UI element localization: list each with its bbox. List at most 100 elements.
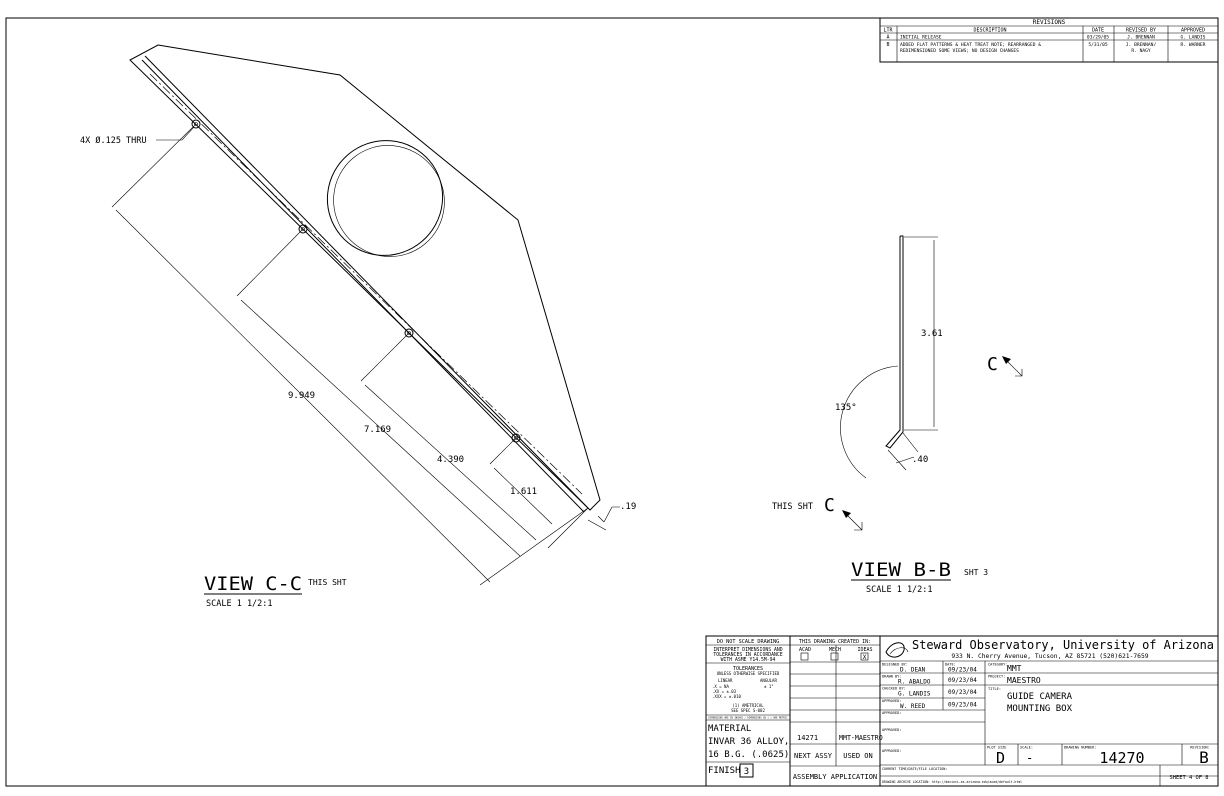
section-marker-c-right: C [987,354,1023,377]
tol-xxx: .XXX = ±.010 [712,694,741,699]
sheet-number: SHEET 4 OF 8 [1170,775,1209,781]
designed-by-label: DESIGNED BY: [882,663,908,667]
plate-outline [129,44,601,511]
cad-acad-checkbox [800,652,809,661]
material-line-1: INVAR 36 ALLOY, [708,737,789,747]
title-line-1: GUIDE CAMERA [1007,692,1073,702]
rev-a-date: 03/29/05 [1087,35,1109,41]
do-not-scale: DO NOT SCALE DRAWING [717,639,779,645]
dim-line-9949 [115,209,491,583]
tol-angular-label: ANGULAR [760,678,777,683]
dim-7169: 7.169 [364,425,391,435]
title-block: DO NOT SCALE DRAWING INTERPRET DIMENSION… [705,635,1219,787]
drawing-number-label: DRAWING NUMBER: [1064,746,1096,750]
project-label: PROJECT: [988,675,1005,679]
cad-mech: MECH [829,647,841,653]
approved-date: 09/23/04 [948,702,977,709]
approved-label: APPROVED: [882,699,901,703]
dim-9949: 9.949 [288,391,315,401]
drawn-by: R. ABALDO [898,679,931,686]
rev-a-desc: INITIAL RELEASE [900,35,942,41]
angle-arc [840,365,899,479]
view-cc-label: VIEW C-C [204,573,302,595]
revision-label: REVISION: [1190,746,1209,750]
revision: B [1199,748,1209,767]
drawn-date: 09/23/04 [948,677,977,684]
view-bb-label: VIEW B-B [851,559,951,581]
checked-by: G. LANDIS [898,691,931,698]
rev-b-ltr: B [886,42,889,48]
cad-ideas-check: X [863,654,867,661]
dim-1611: 1.611 [510,487,537,497]
mounting-holes [191,119,521,443]
revisions-title: REVISIONS [1033,19,1066,26]
dim-thickness: .19 [620,502,636,512]
view-bb-scale: SCALE 1 1/2:1 [866,585,933,595]
rev-header-revised-by: REVISED BY [1126,28,1156,34]
revisions-table: REVISIONS LTR DESCRIPTION DATE REVISED B… [879,17,1219,63]
approved-by: W. REED [900,703,926,710]
bent-profile [885,235,904,449]
assembly-application: ASSEMBLY APPLICATION [793,773,877,781]
cad-acad: ACAD [799,647,811,653]
next-assy-label: NEXT ASSY [794,752,833,760]
plot-size: D [996,749,1005,767]
title-line-2: MOUNTING BOX [1007,704,1073,714]
dim-height: 3.61 [921,329,943,339]
hole-callout: 4X Ø.125 THRU [80,135,147,146]
section-marker-c-left: C [824,495,863,531]
drawing-number: 14270 [1099,749,1144,767]
tol-linear-label: LINEAR [718,678,733,683]
rev-b-date: 5/31/05 [1088,42,1108,48]
archive-location: DRAWING ARCHIVE LOCATION: http://davinci… [882,780,1022,784]
dim-line-4390 [364,384,537,541]
rev-b-revised-by-line2: R. NAGY [1131,48,1151,54]
scale-label: SCALE: [1020,746,1033,750]
org-address: 933 N. Cherry Avenue, Tucson, AZ 85721 (… [951,653,1148,660]
dim-4390: 4.390 [437,455,464,465]
tol-note-2: SEE SPEC S-002 [731,708,765,713]
date-label: DATE: [945,663,956,667]
tol-x: .X = NA [712,684,729,689]
rev-a-revised-by: J. BRENNAN [1127,35,1155,41]
used-on-value: MMT-MAESTRO [839,734,883,742]
cad-ideas-checkbox [860,652,869,661]
tol-xx: .XX = ±.03 [712,689,737,694]
tol-footer: DIMENSIONS ARE IN INCHES / DIMENSIONS IN… [708,717,788,720]
current-time-label: CURRENT TIME/DATE/FILE LOCATION: [882,767,947,771]
cad-mech-checkbox [830,652,839,661]
hole-centerline [149,73,583,495]
category-label: CATEGORY: [988,663,1007,667]
rev-header-description: DESCRIPTION [973,28,1006,34]
tol-angle-value: ± 1° [764,684,774,689]
created-in-label: THIS DRAWING CREATED IN: [799,639,871,645]
tol-note-1: (1) AMETRICAL [732,703,764,708]
rev-header-approved: APPROVED [1181,28,1205,34]
rev-a-approved: G. LANDIS [1181,35,1206,41]
view-bb-sheet-ref: SHT 3 [964,568,988,577]
drawn-by-label: DRAWN BY: [882,675,901,679]
material-line-2: 16 B.G. (.0625) [708,750,789,760]
org-name: Steward Observatory, University of Arizo… [912,637,1214,652]
designed-date: 09/23/04 [948,667,977,674]
designed-by: D. DEAN [900,667,926,674]
dim-line-1611 [493,467,553,525]
org-logo [885,642,909,658]
view-cc: 4X Ø.125 THRU 9.949 7.169 4.390 1.611 .1… [80,44,636,609]
rev-b-desc-line1: ADDED FLAT PATTERNS & HEAT TREAT NOTE; R… [900,42,1041,48]
approved-label-4: APPROVED: [882,749,901,753]
rev-b-approved: R. WARNER [1181,42,1206,48]
sheet-border [5,17,1219,787]
this-sht-label: THIS SHT [772,502,813,512]
tolerances-title: TOLERANCES [733,666,763,672]
svg-text:C: C [987,354,998,375]
dim-line-7169 [240,299,521,557]
category: MMT [1007,664,1022,673]
rev-header-ltr: LTR [883,28,893,34]
approved-label-2: APPROVED: [882,711,901,715]
finish-value: 3 [744,767,749,777]
dim-leg: .40 [912,455,928,465]
tolerances-subtitle: UNLESS OTHERWISE SPECIFIED [717,671,780,676]
rev-b-desc-line2: REDIMENSIONED SOME VIEWS; NO DESIGN CHAN… [900,48,1019,54]
